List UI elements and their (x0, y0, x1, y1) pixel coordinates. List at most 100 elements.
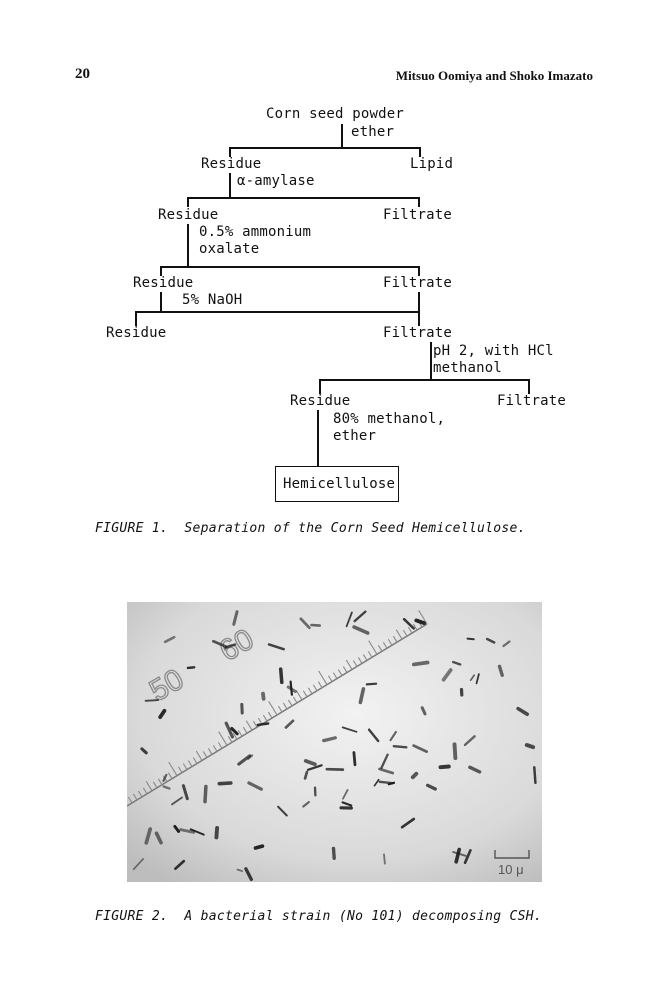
bacterium (468, 765, 482, 774)
connector (319, 379, 321, 394)
scale-bar-label: 10 μ (498, 862, 524, 877)
bacterium (230, 726, 239, 736)
bacterium (411, 660, 430, 667)
bacterium (162, 785, 171, 790)
bacterium (353, 610, 367, 623)
bacterium (352, 751, 357, 767)
bacterium (247, 754, 254, 760)
residue-5: Residue (290, 393, 351, 409)
figure1-caption-text: Separation of the Corn Seed Hemicellulos… (184, 521, 526, 536)
bacterium (378, 767, 395, 775)
flowchart-start: Corn seed powder (266, 106, 405, 122)
connector (419, 147, 421, 157)
bacterium (485, 637, 496, 644)
bacterium (466, 637, 475, 641)
bacterium (214, 825, 220, 840)
bacterium (179, 828, 196, 834)
bacterium (412, 744, 429, 754)
step5-reagent-line1: pH 2, with HCl (433, 343, 554, 359)
bacterium (306, 764, 323, 771)
bacterium (158, 708, 167, 719)
bacterium (475, 673, 480, 685)
page-number: 20 (75, 66, 90, 82)
bacterium (189, 828, 205, 836)
step4-reagent: 5% NaOH (182, 292, 243, 308)
bacterium (383, 853, 386, 865)
bacterium (451, 660, 462, 666)
bacterium (420, 706, 427, 716)
connector (319, 379, 530, 381)
bacterium (302, 801, 310, 808)
bacterium (341, 726, 358, 733)
bacterium (342, 788, 349, 800)
connector (418, 197, 420, 207)
bacteria (132, 610, 537, 882)
bacterium (267, 643, 285, 651)
bacterium (438, 764, 451, 770)
connector (317, 410, 319, 467)
bacterium (469, 674, 476, 682)
connector (160, 266, 420, 268)
step3-reagent-line2: oxalate (199, 241, 260, 257)
scale-bar: 10 μ (494, 850, 530, 877)
step2-reagent: α-amylase (237, 173, 315, 189)
bacterium (367, 728, 380, 743)
bacterium (203, 784, 208, 804)
connector (160, 266, 162, 276)
micrograph: 50 60 10 μ (127, 602, 542, 882)
bacterium (389, 730, 397, 742)
connector (418, 311, 420, 326)
bacterium (232, 610, 239, 626)
connector (418, 266, 420, 276)
bacterium (173, 824, 181, 833)
bacterium (400, 817, 416, 829)
bacterium (144, 827, 153, 845)
connector (430, 342, 432, 380)
residue-2: Residue (158, 207, 219, 223)
connector (229, 173, 231, 198)
bacterium (345, 611, 353, 628)
bacterium (502, 640, 511, 648)
figure1-label: FIGURE 1. (95, 521, 169, 536)
bacterium (224, 721, 235, 739)
filtrate-3: Filtrate (383, 275, 453, 291)
bacterium (181, 784, 189, 801)
step5-reagent-line2: methanol (433, 360, 503, 376)
bacterium (410, 771, 419, 780)
bacterium (358, 687, 366, 705)
figure2-caption-text: A bacterial strain (No 101) decomposing … (184, 909, 542, 924)
bacterium (140, 747, 148, 755)
product-box (275, 466, 399, 502)
bacterium (299, 617, 311, 630)
bacterium (186, 666, 196, 670)
connector (528, 379, 530, 394)
bacterium (516, 706, 530, 716)
bacterium (402, 617, 415, 630)
bacterium (171, 796, 183, 806)
bacterium (463, 735, 476, 747)
step1-reagent: ether (351, 124, 395, 140)
bacterium (454, 847, 462, 864)
figure2-label: FIGURE 2. (95, 909, 169, 924)
connector (135, 311, 137, 326)
connector (229, 147, 231, 157)
bacterium (163, 635, 176, 644)
connector (187, 197, 420, 199)
bacterium (373, 778, 380, 787)
bacterium (303, 770, 309, 780)
bacterium (322, 736, 337, 743)
bacterium (154, 831, 163, 845)
bacterium (426, 783, 437, 791)
step6-reagent-line1: 80% methanol, (333, 411, 446, 427)
filtrate-5: Filtrate (497, 393, 567, 409)
figure1-caption: FIGURE 1. Separation of the Corn Seed He… (95, 521, 526, 536)
bacterium (217, 781, 233, 786)
bacterium (380, 753, 389, 770)
bacterium (289, 680, 293, 696)
connector (418, 292, 420, 312)
filtrate-4: Filtrate (383, 325, 453, 341)
connector (187, 224, 189, 267)
connector (341, 124, 343, 148)
bacterium (497, 664, 504, 677)
step6-reagent-line2: ether (333, 428, 377, 444)
